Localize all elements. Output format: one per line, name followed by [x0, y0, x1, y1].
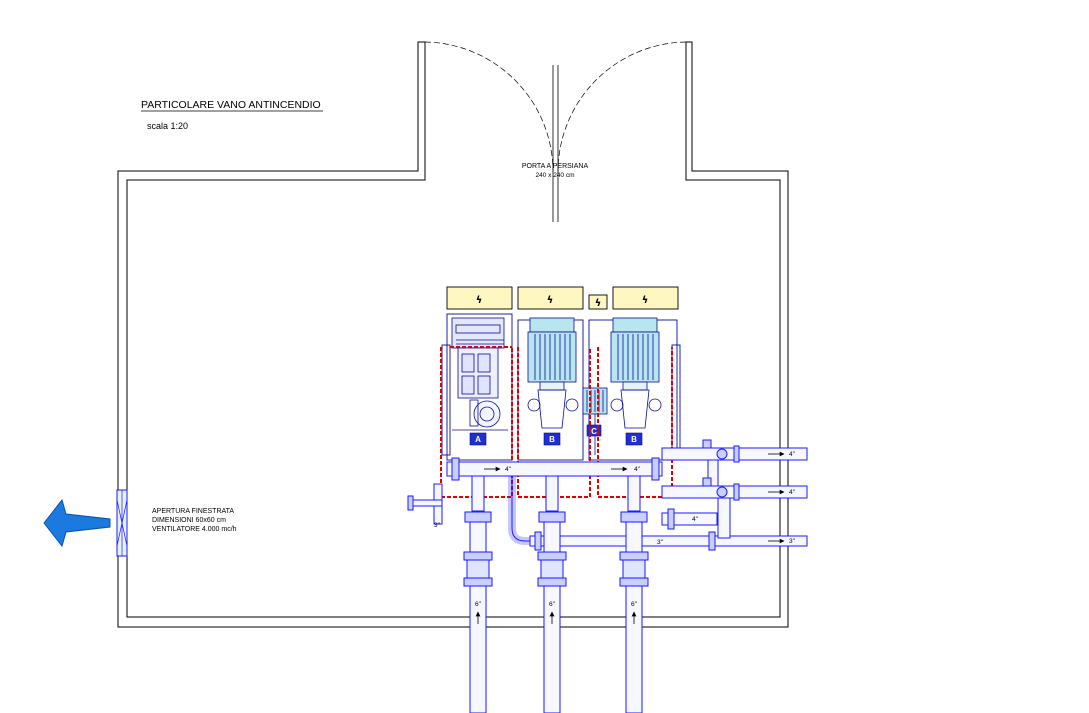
pump-tag-b2: B	[631, 435, 637, 444]
electric-pump-b2	[610, 317, 662, 429]
window-label-line2: DIMENSIONI 60x60 cm	[152, 517, 226, 524]
return-line-size: 3"	[657, 539, 664, 546]
door-size: 240 x 240 cm	[535, 172, 574, 179]
drain-pipe	[407, 483, 443, 525]
drawing-title: PARTICOLARE VANO ANTINCENDIO	[141, 99, 321, 111]
test-line-size: 4"	[692, 516, 699, 523]
window-opening	[116, 489, 128, 557]
return-outlet-size: 3"	[789, 538, 796, 545]
outlet-pipes	[529, 439, 808, 551]
electrical-hazard-icon: ϟ	[476, 295, 483, 306]
outlet-size-lower: 4"	[789, 489, 796, 496]
suction-size-3: 6"	[631, 601, 638, 608]
suction-size-1: 6"	[475, 601, 482, 608]
diesel-pump-a	[451, 317, 508, 431]
suction-size-2: 6"	[549, 601, 556, 608]
pump-tag-c: C	[591, 427, 597, 436]
suction-pipes	[463, 475, 649, 713]
electrical-hazard-icon: ϟ	[595, 298, 602, 309]
electrical-hazard-icon: ϟ	[642, 295, 649, 306]
electric-pump-b1	[527, 317, 579, 429]
window-label-line3: VENTILATORE 4.000 mc/h	[152, 526, 237, 533]
return-bend-outline	[511, 476, 530, 542]
pump-tag-b1: B	[549, 435, 555, 444]
drain-size: 3"	[434, 522, 441, 529]
return-bend	[508, 476, 530, 545]
pump-tag-a: A	[475, 435, 481, 444]
collector-size-right: 4"	[634, 466, 641, 473]
pump-tags	[469, 424, 643, 446]
jockey-pump-c	[582, 387, 608, 455]
door-label: PORTA A PERSIANA	[522, 163, 589, 170]
door-swing	[424, 41, 687, 173]
window-label-line1: APERTURA FINESTRATA	[152, 508, 234, 515]
control-panels	[446, 286, 679, 310]
airflow-arrow-icon	[43, 498, 111, 548]
collector-size-left: 4"	[505, 466, 512, 473]
electrical-hazard-icon: ϟ	[547, 295, 554, 306]
outlet-size-upper: 4"	[789, 451, 796, 458]
drawing-scale: scala 1:20	[147, 121, 188, 131]
room-walls	[117, 41, 789, 628]
